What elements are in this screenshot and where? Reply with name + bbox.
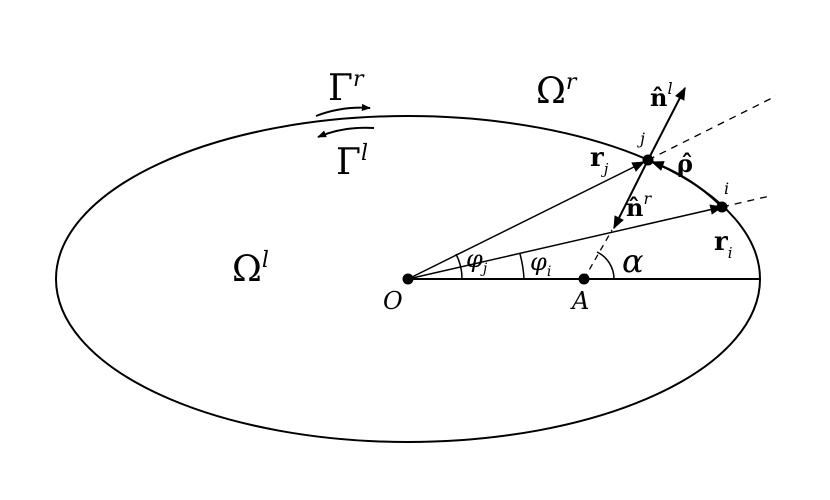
vector-r-i (407, 204, 724, 280)
vector-label-r-i: ri (714, 227, 733, 262)
point-label-origin: O (383, 287, 403, 315)
point-label-a: A (570, 287, 589, 315)
point-origin (402, 273, 414, 285)
vector-label-n-r: n̂r (626, 189, 652, 222)
vector-label-r-j: rj (590, 143, 609, 178)
gamma-l-arrow (317, 126, 375, 138)
point-label-j: j (637, 129, 645, 148)
boundary-label-gamma-l: Γl (336, 141, 368, 183)
gamma-r-arrow (315, 103, 371, 117)
region-label-interior: Ωl (232, 248, 269, 290)
point-label-i: i (724, 179, 729, 198)
boundary-label-gamma-r: Γr (328, 67, 365, 109)
angle-label-alpha: α (622, 242, 644, 280)
angle-arc-alpha (596, 251, 615, 280)
region-label-exterior: Ωr (536, 70, 578, 112)
vector-r-j (407, 161, 646, 280)
point-j (642, 154, 654, 166)
vector-label-n-l: n̂l (650, 79, 673, 112)
vector-n-r (613, 159, 649, 230)
vector-rho (650, 161, 721, 206)
angle-arc-phi-i (519, 253, 525, 280)
vector-label-rho: ρ̂ (677, 149, 693, 178)
dashed-normal-line-a (583, 229, 613, 280)
angle-label-phi-j: φj (466, 245, 488, 277)
angle-arc-phi-j (455, 253, 463, 280)
dashed-tangent-j (647, 95, 777, 161)
angle-label-phi-i: φi (530, 248, 551, 280)
point-a (578, 273, 590, 285)
vector-n-l (647, 86, 686, 161)
point-i (716, 201, 728, 213)
dashed-tangent-i (721, 195, 771, 208)
